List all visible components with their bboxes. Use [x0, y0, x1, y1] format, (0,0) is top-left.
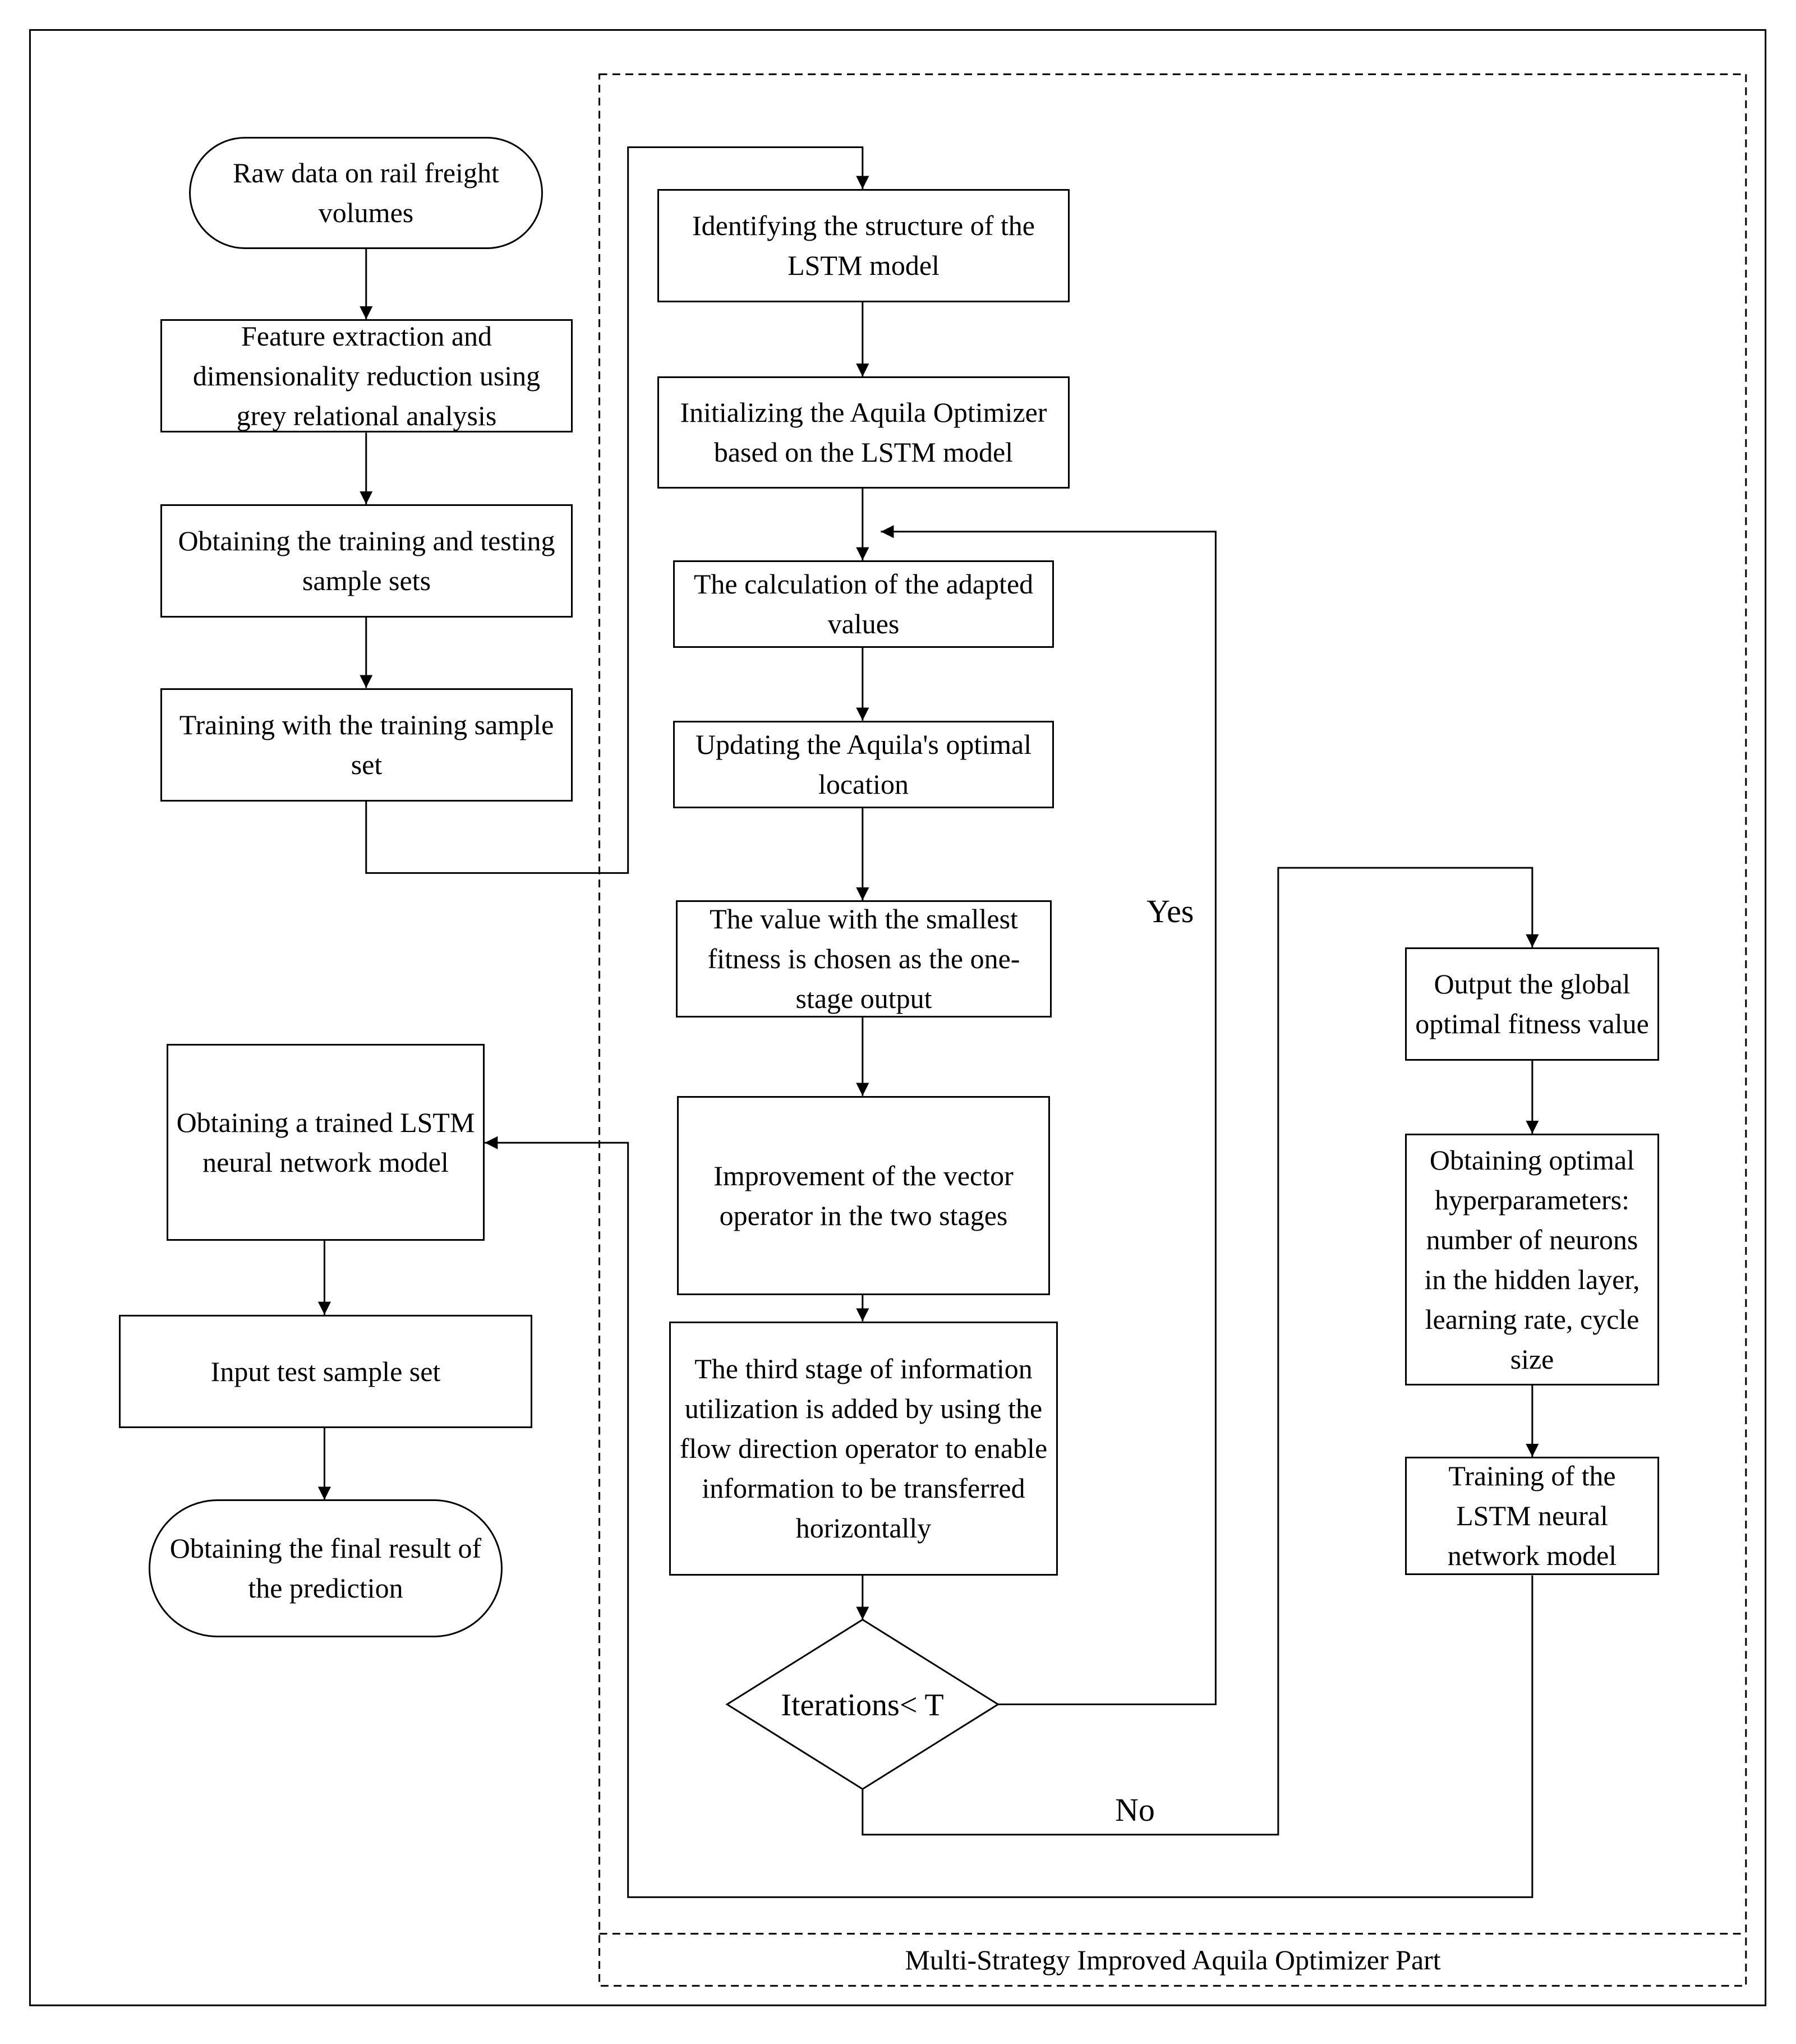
sample-sets-text: Obtaining the training and testing sampl… — [178, 525, 555, 596]
yes-label: Yes — [1146, 893, 1194, 929]
update-location-box: Updating the Aquila's optimal location — [673, 721, 1054, 808]
improvement-box: Improvement of the vector operator in th… — [677, 1096, 1050, 1295]
optimal-hyper-box: Obtaining optimal hyperparameters: numbe… — [1405, 1134, 1659, 1385]
smallest-fitness-box: The value with the smallest fitness is c… — [676, 900, 1052, 1018]
decision-label: Iterations< T — [729, 1677, 996, 1733]
identify-structure-text: Identifying the structure of the LSTM mo… — [692, 210, 1035, 281]
optimizer-panel-border — [598, 73, 1747, 1987]
start-terminal-text: Raw data on rail freight volumes — [233, 157, 499, 228]
connector-training-to-trained-model — [485, 1136, 1533, 1898]
improvement-text: Improvement of the vector operator in th… — [713, 1159, 1014, 1231]
training-box: Training with the training sample set — [160, 688, 573, 802]
output-global-box: Output the global optimal fitness value — [1405, 947, 1659, 1061]
feature-extraction-box: Feature extraction and dimensionality re… — [160, 319, 573, 432]
feature-extraction-text: Feature extraction and dimensionality re… — [192, 320, 541, 431]
decision-text: Iterations< T — [781, 1687, 944, 1723]
calc-adapted-box: The calculation of the adapted values — [673, 560, 1054, 648]
panel-caption: Multi-Strategy Improved Aquila Optimizer… — [905, 1944, 1441, 1976]
connector-training-to-structure — [365, 146, 869, 874]
input-test-box: Input test sample set — [119, 1315, 532, 1428]
outer-frame — [29, 29, 1767, 2006]
third-stage-text: The third stage of information utilizati… — [679, 1353, 1048, 1544]
sample-sets-box: Obtaining the training and testing sampl… — [160, 504, 573, 618]
start-terminal: Raw data on rail freight volumes — [189, 137, 543, 249]
training-lstm-box: Training of the LSTM neural network mode… — [1405, 1457, 1659, 1575]
connector-no-branch — [862, 867, 1539, 1836]
optimal-hyper-text: Obtaining optimal hyperparameters: numbe… — [1424, 1144, 1640, 1375]
calc-adapted-text: The calculation of the adapted values — [693, 568, 1034, 639]
final-result-text: Obtaining the final result of the predic… — [169, 1532, 482, 1604]
trained-model-box: Obtaining a trained LSTM neural network … — [167, 1044, 485, 1241]
smallest-fitness-text: The value with the smallest fitness is c… — [707, 903, 1020, 1014]
trained-model-text: Obtaining a trained LSTM neural network … — [176, 1106, 475, 1178]
initialize-optimizer-box: Initializing the Aquila Optimizer based … — [657, 376, 1070, 489]
identify-structure-box: Identifying the structure of the LSTM mo… — [657, 189, 1070, 302]
initialize-optimizer-text: Initializing the Aquila Optimizer based … — [680, 397, 1047, 468]
final-result-terminal: Obtaining the final result of the predic… — [149, 1499, 503, 1637]
connector-yes-loop — [881, 525, 1217, 1705]
no-label: No — [1115, 1792, 1155, 1828]
update-location-text: Updating the Aquila's optimal location — [695, 729, 1032, 800]
input-test-text: Input test sample set — [210, 1355, 441, 1387]
training-lstm-text: Training of the LSTM neural network mode… — [1447, 1460, 1617, 1571]
third-stage-box: The third stage of information utilizati… — [669, 1322, 1058, 1576]
output-global-text: Output the global optimal fitness value — [1415, 968, 1649, 1039]
training-text: Training with the training sample set — [179, 709, 554, 780]
